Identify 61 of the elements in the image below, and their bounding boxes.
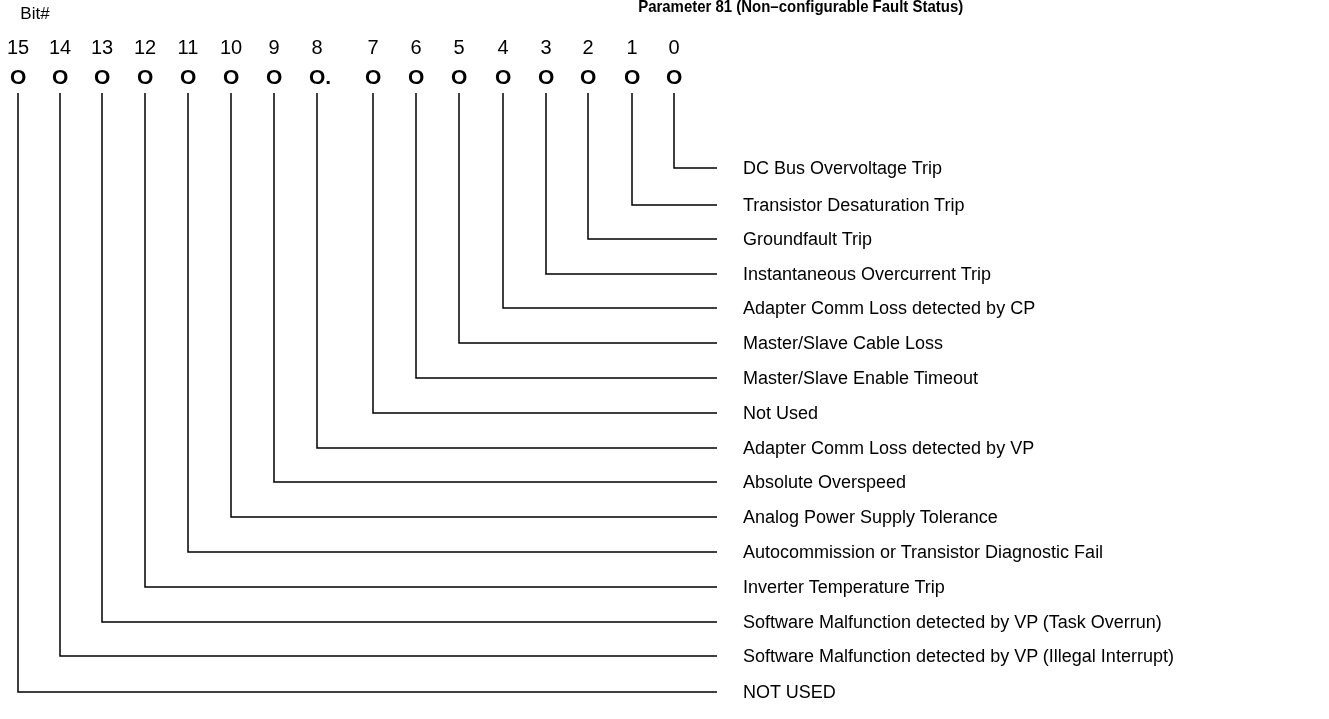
bit-value: O [666,66,683,87]
fault-description: Software Malfunction detected by VP (Task Overrun) [717,613,1162,631]
bit-number: 10 [219,37,243,57]
bit-value: O [266,66,283,87]
bit-value: O [180,66,197,87]
bit-value: O [451,66,468,87]
bit-number: 12 [133,37,157,57]
connector-line [273,92,718,483]
bit-number: 6 [410,37,422,57]
bit-value: O [495,66,512,87]
bit-value: O [580,66,597,87]
bit-value: O [10,66,27,87]
fault-description: Master/Slave Enable Timeout [717,369,979,387]
bit-number: 7 [367,37,379,57]
bit-value: O [365,66,382,87]
bit-value: O [624,66,641,87]
fault-description: Adapter Comm Loss detected by CP [717,299,1036,317]
connector-line [673,92,718,169]
fault-description: Transistor Desaturation Trip [717,196,965,214]
fault-description: Not Used [717,404,819,422]
bit-value: O [538,66,555,87]
fault-description: Autocommission or Transistor Diagnostic Fail [717,543,1104,561]
fault-description: Groundfault Trip [717,230,873,248]
fault-description: Software Malfunction detected by VP (Illegal Interrupt) [717,647,1174,665]
bit-number: 2 [582,37,594,57]
fault-description: Adapter Comm Loss detected by VP [717,439,1035,457]
connector-line [502,92,718,309]
bit-value: O. [309,66,332,87]
connector-line [316,92,718,449]
bit-number: 1 [626,37,638,57]
connector-line [415,92,718,379]
diagram-title: Parameter 81 (Non–configurable Fault Status) [637,0,963,15]
connector-line [230,92,718,518]
bit-value: O [408,66,425,87]
bit-value: O [137,66,154,87]
fault-description: Instantaneous Overcurrent Trip [717,265,992,283]
fault-description: Inverter Temperature Trip [717,578,945,596]
connector-line [587,92,718,240]
bit-number: 9 [268,37,280,57]
bit-number: 0 [668,37,680,57]
bit-number: 15 [6,37,30,57]
bit-number: 13 [90,37,114,57]
bit-value: O [94,66,111,87]
bit-value: O [223,66,240,87]
connector-line [458,92,718,344]
fault-description: DC Bus Overvoltage Trip [717,159,943,177]
connector-line [545,92,718,275]
bit-number: 8 [311,37,323,57]
fault-description: Analog Power Supply Tolerance [717,508,998,526]
connector-line [631,92,718,206]
fault-description: Absolute Overspeed [717,473,907,491]
connector-line [372,92,718,414]
fault-description: NOT USED [717,683,836,701]
bit-number: 4 [497,37,509,57]
fault-description: Master/Slave Cable Loss [717,334,944,352]
bit-number: 3 [540,37,552,57]
bit-number: 14 [48,37,72,57]
bit-number: 11 [177,37,199,57]
bit-number: 5 [453,37,465,57]
bit-header: Bit# [20,5,50,22]
bit-value: O [52,66,69,87]
